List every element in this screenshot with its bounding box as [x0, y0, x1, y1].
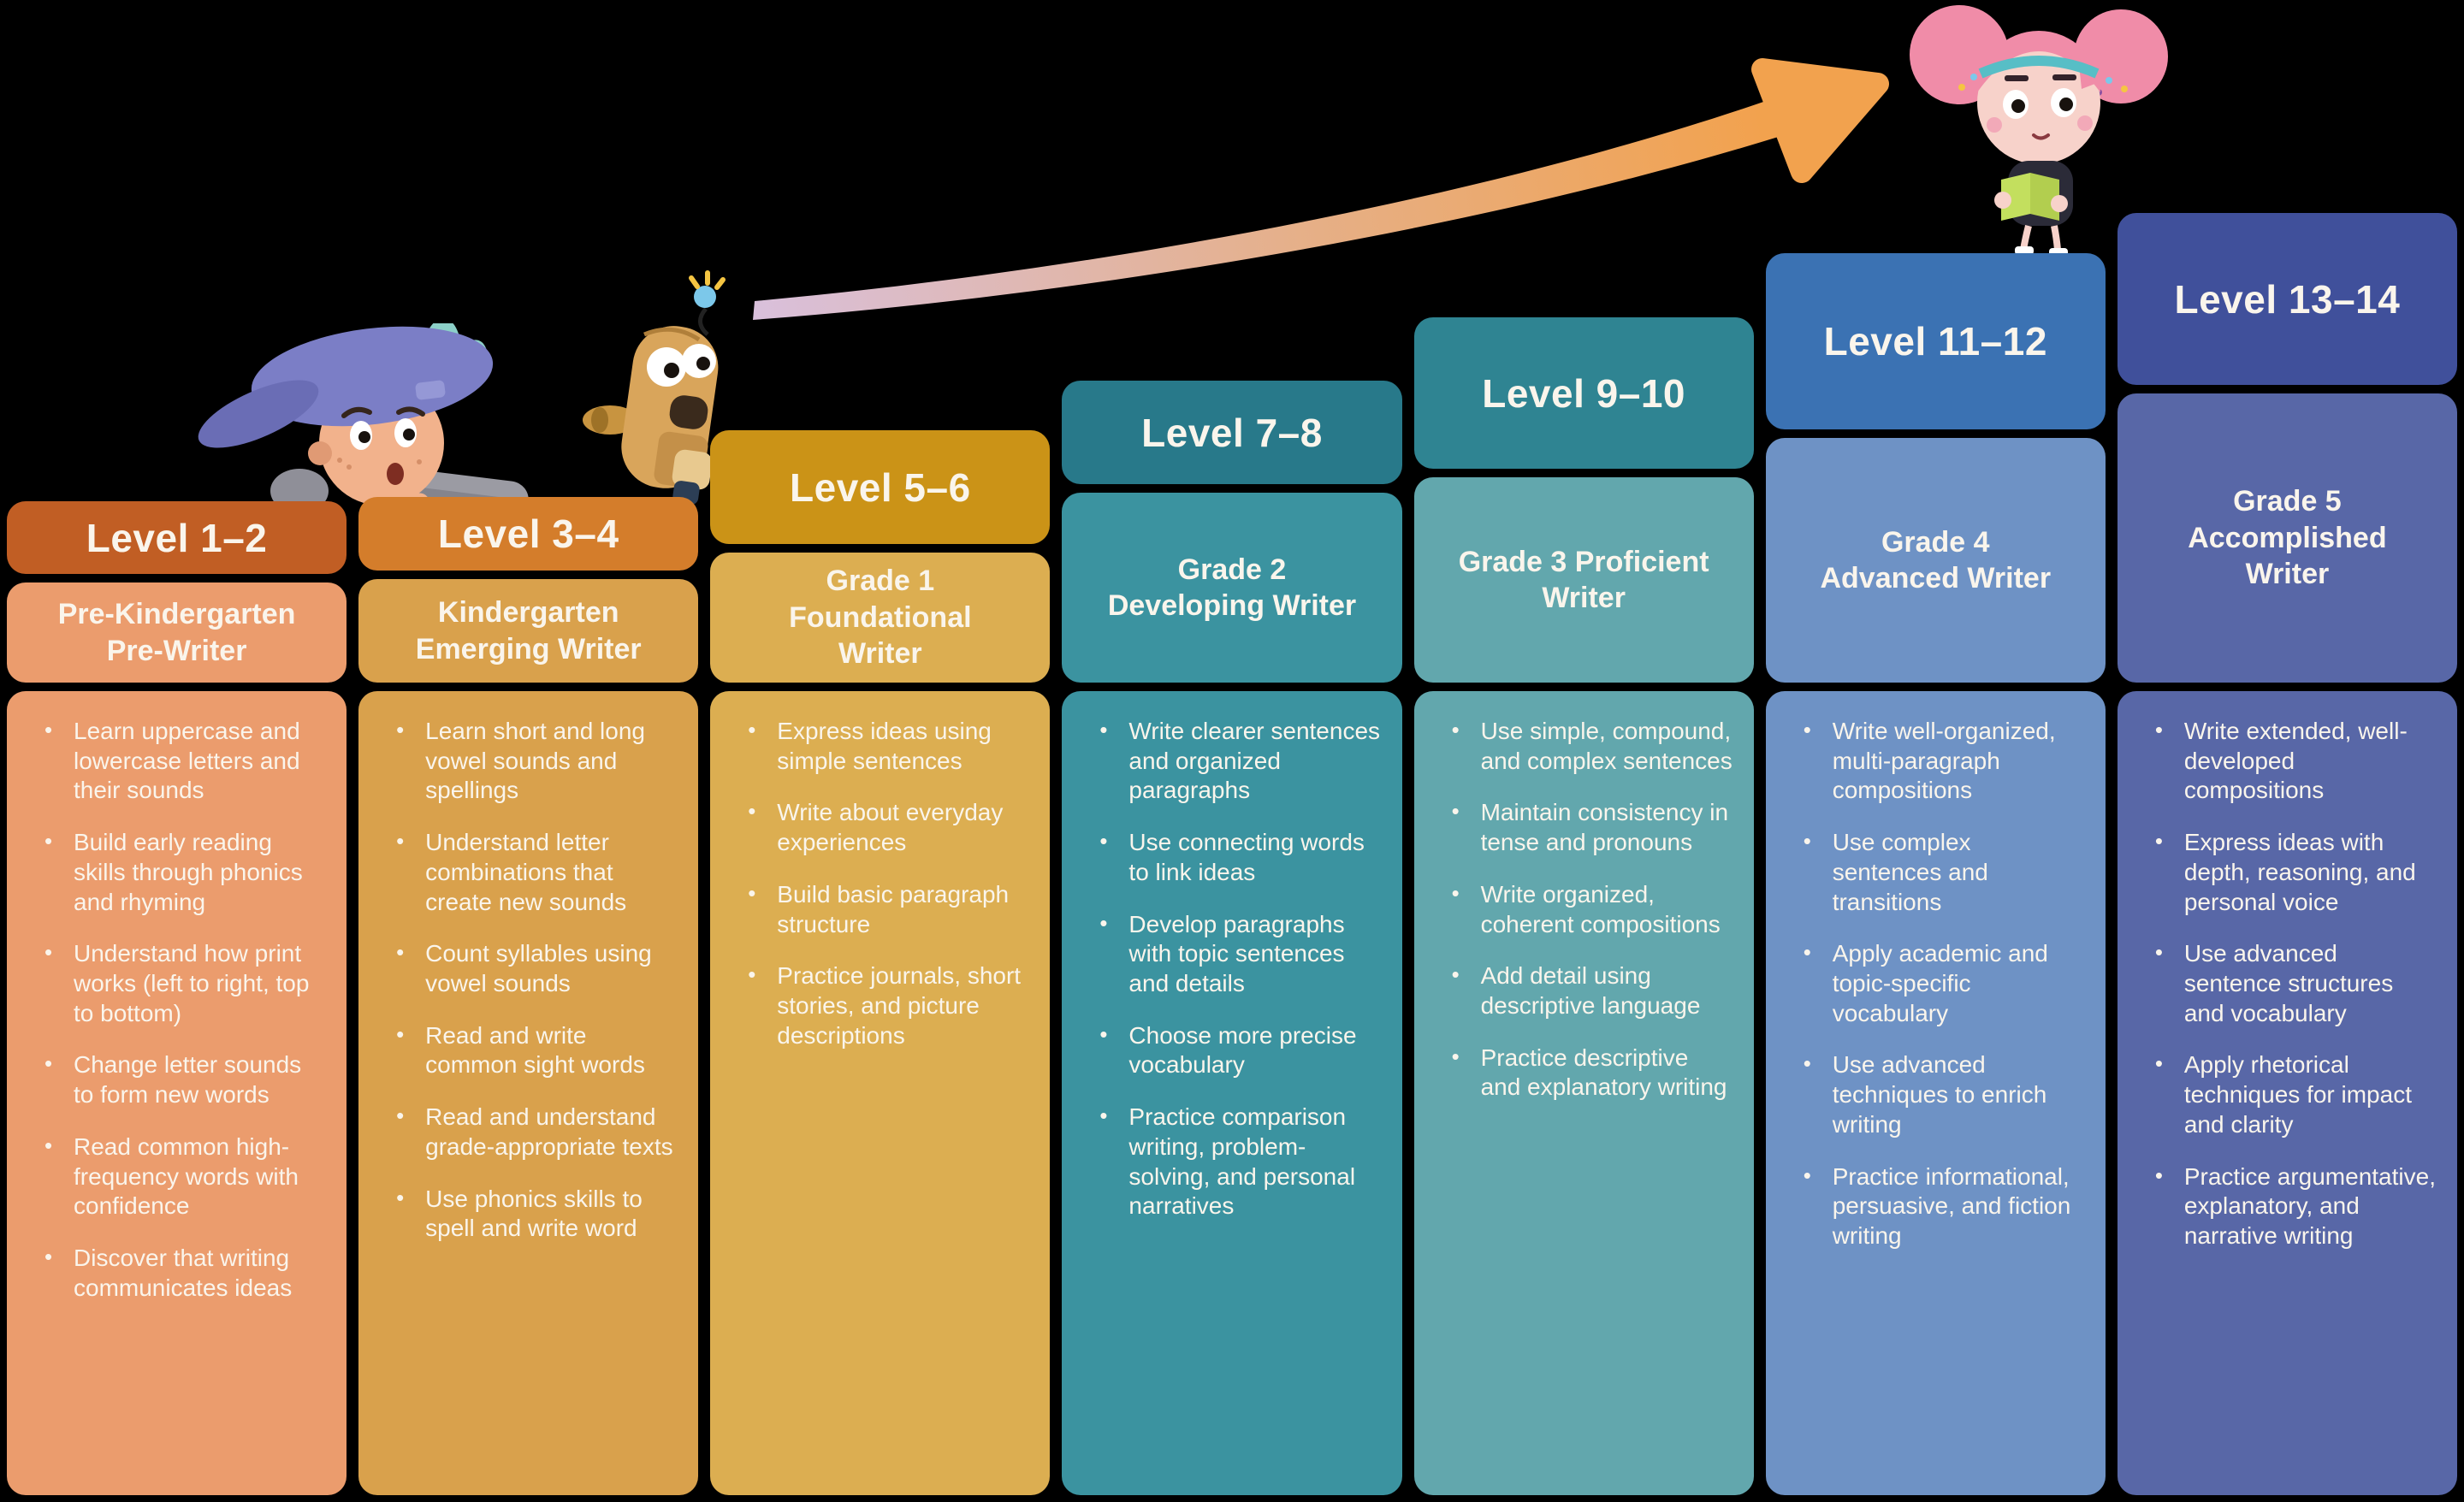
level-column: Level 13–14 Grade 5 Accomplished Writer … — [2117, 213, 2457, 1495]
grade-subtitle: Grade 4 Advanced Writer — [1765, 438, 2106, 683]
bullet-item: Practice descriptive and explanatory wri… — [1443, 1043, 1733, 1103]
grade-subtitle: Grade 2 Developing Writer — [1062, 493, 1402, 683]
bullet-item: Practice comparison writing, problem-sol… — [1091, 1102, 1381, 1221]
bullet-item: Write clearer sentences and organized pa… — [1091, 716, 1381, 806]
bullet-item: Apply rhetorical techniques for impact a… — [2147, 1050, 2437, 1139]
level-header: Level 7–8 — [1062, 381, 1402, 484]
level-header: Level 9–10 — [1413, 317, 1754, 469]
grade-subtitle: Grade 5 Accomplished Writer — [2117, 393, 2457, 683]
level-header: Level 11–12 — [1765, 253, 2106, 429]
skills-list: Learn uppercase and lowercase letters an… — [7, 691, 347, 1495]
level-column: Level 7–8 Grade 2 Developing Writer Writ… — [1062, 381, 1402, 1495]
bullet-item: Develop paragraphs with topic sentences … — [1091, 909, 1381, 999]
level-column: Level 11–12 Grade 4 Advanced Writer Writ… — [1765, 253, 2106, 1495]
bullet-item: Understand letter combinations that crea… — [388, 827, 678, 917]
skills-list: Write well-organized, multi-paragraph co… — [1765, 691, 2106, 1495]
bullet-item: Discover that writing communicates ideas — [36, 1243, 326, 1303]
grade-subtitle: Grade 3 Proficient Writer — [1413, 477, 1754, 683]
skills-list: Write clearer sentences and organized pa… — [1062, 691, 1402, 1495]
bullet-item: Use phonics skills to spell and write wo… — [388, 1184, 678, 1244]
level-header: Level 1–2 — [7, 501, 347, 574]
level-column: Level 9–10 Grade 3 Proficient Writer Use… — [1413, 317, 1754, 1495]
level-column: Level 1–2 Pre-Kindergarten Pre-Writer Le… — [7, 501, 347, 1495]
grade-subtitle: Grade 1 Foundational Writer — [710, 553, 1051, 683]
level-columns: Level 1–2 Pre-Kindergarten Pre-Writer Le… — [7, 0, 2457, 1495]
grade-subtitle: Kindergarten Emerging Writer — [358, 579, 699, 683]
bullet-item: Apply academic and topic-specific vocabu… — [1795, 938, 2085, 1028]
bullet-item: Write extended, well-developed compositi… — [2147, 716, 2437, 806]
level-header: Level 3–4 — [358, 497, 699, 571]
bullet-item: Write well-organized, multi-paragraph co… — [1795, 716, 2085, 806]
bullet-item: Change letter sounds to form new words — [36, 1050, 326, 1109]
bullet-item: Add detail using descriptive language — [1443, 961, 1733, 1020]
bullet-item: Use connecting words to link ideas — [1091, 827, 1381, 887]
bullet-item: Read and understand grade-appropriate te… — [388, 1102, 678, 1162]
bullet-item: Choose more precise vocabulary — [1091, 1020, 1381, 1080]
bullet-item: Express ideas with depth, reasoning, and… — [2147, 827, 2437, 917]
bullet-item: Practice journals, short stories, and pi… — [739, 961, 1029, 1050]
grade-subtitle: Pre-Kindergarten Pre-Writer — [7, 582, 347, 683]
bullet-item: Practice informational, persuasive, and … — [1795, 1162, 2085, 1251]
bullet-item: Use advanced sentence structures and voc… — [2147, 938, 2437, 1028]
level-header: Level 5–6 — [710, 430, 1051, 544]
skills-list: Learn short and long vowel sounds and sp… — [358, 691, 699, 1495]
bullet-item: Write about everyday experiences — [739, 797, 1029, 857]
skills-list: Use simple, compound, and complex senten… — [1413, 691, 1754, 1495]
bullet-item: Learn short and long vowel sounds and sp… — [388, 716, 678, 806]
bullet-item: Write organized, coherent compositions — [1443, 879, 1733, 939]
bullet-item: Maintain consistency in tense and pronou… — [1443, 797, 1733, 857]
bullet-item: Build early reading skills through phoni… — [36, 827, 326, 917]
bullet-item: Read and write common sight words — [388, 1020, 678, 1080]
level-column: Level 5–6 Grade 1 Foundational Writer Ex… — [710, 430, 1051, 1495]
bullet-item: Learn uppercase and lowercase letters an… — [36, 716, 326, 806]
bullet-item: Express ideas using simple sentences — [739, 716, 1029, 776]
bullet-item: Use complex sentences and transitions — [1795, 827, 2085, 917]
bullet-item: Use advanced techniques to enrich writin… — [1795, 1050, 2085, 1139]
skills-list: Express ideas using simple sentencesWrit… — [710, 691, 1051, 1495]
bullet-item: Build basic paragraph structure — [739, 879, 1029, 939]
skills-list: Write extended, well-developed compositi… — [2117, 691, 2457, 1495]
bullet-item: Practice argumentative, explanatory, and… — [2147, 1162, 2437, 1251]
bullet-item: Understand how print works (left to righ… — [36, 938, 326, 1028]
bullet-item: Use simple, compound, and complex senten… — [1443, 716, 1733, 776]
bullet-item: Count syllables using vowel sounds — [388, 938, 678, 998]
level-header: Level 13–14 — [2117, 213, 2457, 385]
bullet-item: Read common high-frequency words with co… — [36, 1132, 326, 1221]
level-column: Level 3–4 Kindergarten Emerging Writer L… — [358, 497, 699, 1495]
